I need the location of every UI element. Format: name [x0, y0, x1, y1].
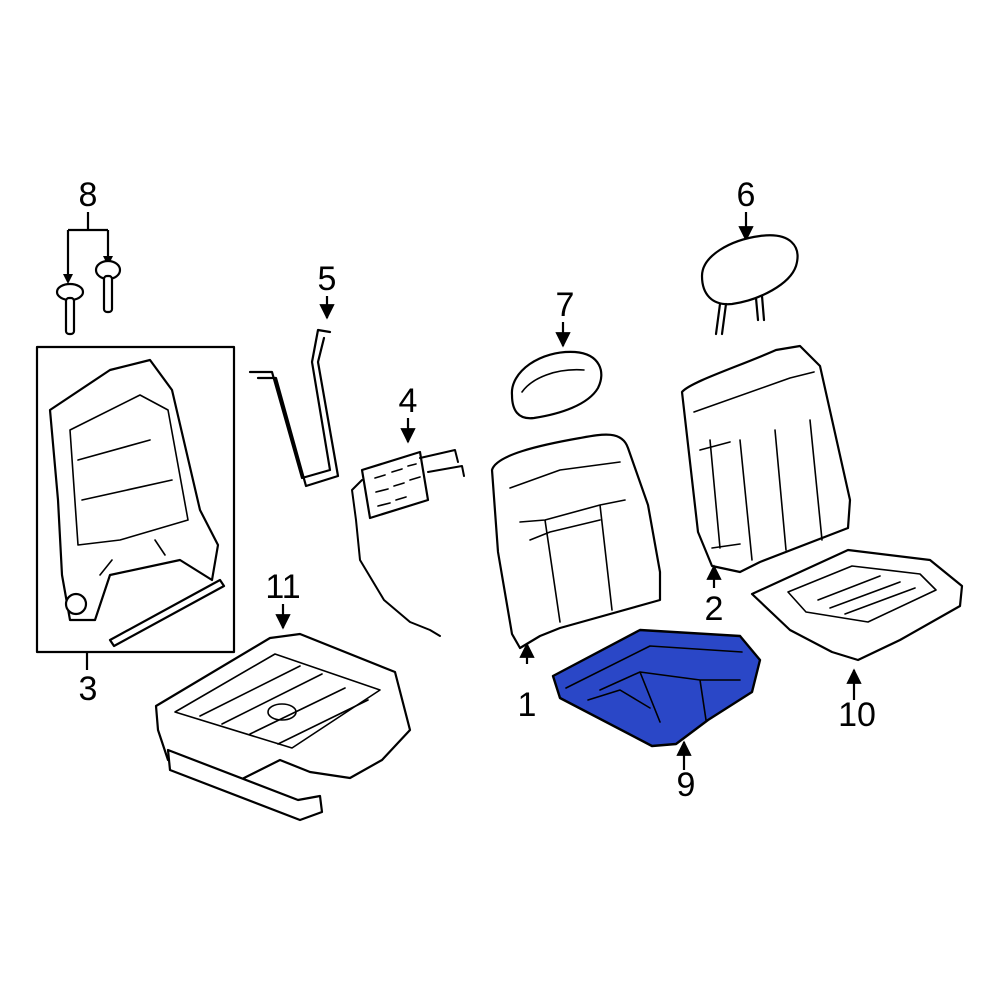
headrest-seam	[521, 368, 585, 393]
track-rail	[166, 748, 324, 822]
part-3-seatback-frame[interactable]	[35, 345, 236, 670]
headrest-cushion	[510, 350, 603, 420]
callout-11: 11	[265, 568, 300, 606]
seatback-pad	[680, 344, 852, 574]
part-2-seatback-pad[interactable]	[680, 344, 852, 588]
part-11-seat-track[interactable]	[154, 604, 412, 822]
frame-outline	[48, 358, 220, 622]
frame-inner	[69, 394, 189, 546]
cushion-cover	[551, 628, 762, 748]
headrest-posts	[714, 294, 766, 336]
seatback-pad-details	[693, 371, 823, 561]
callout-6: 6	[737, 176, 756, 214]
cushion-pad-ribs	[817, 575, 916, 615]
callout-9: 9	[677, 766, 696, 804]
part-6-headrest[interactable]	[700, 212, 799, 336]
track-springs	[199, 665, 369, 745]
callout-8: 8	[79, 176, 98, 214]
frame-rod	[108, 578, 226, 648]
bolt-shank-left	[64, 296, 76, 336]
wire-rod	[248, 328, 340, 488]
callout-2: 2	[705, 590, 724, 628]
callout-5: 5	[318, 260, 337, 298]
lumbar-slots	[374, 463, 421, 507]
part-9-cushion-cover[interactable]	[551, 628, 762, 770]
frame-ribs	[77, 439, 173, 576]
cushion-cover-seams	[565, 645, 743, 723]
frame-pivot	[64, 592, 88, 616]
lead-8	[66, 212, 110, 278]
part-1-seatback-cover[interactable]	[490, 433, 662, 664]
lumbar-cables	[351, 449, 465, 637]
track-pan	[174, 653, 381, 749]
seatback-seams	[509, 461, 626, 623]
callout-7: 7	[556, 286, 575, 324]
seatback-cover	[490, 433, 662, 650]
part-10-cushion-pad[interactable]	[750, 548, 964, 700]
part-8-bolts[interactable]	[55, 212, 122, 336]
part-4-lumbar-support[interactable]	[351, 418, 465, 637]
track-hub	[267, 703, 297, 721]
callout-3: 3	[79, 670, 98, 708]
part-7-headrest[interactable]	[510, 322, 603, 420]
bolt-shank-right	[102, 274, 114, 314]
headrest-large-cushion	[700, 234, 799, 306]
callout-10: 10	[838, 696, 876, 734]
cushion-pad-inner	[787, 565, 937, 623]
cushion-pad	[750, 548, 964, 662]
callout-4: 4	[399, 382, 418, 420]
callout-1: 1	[518, 686, 537, 724]
part-5-wire-rod[interactable]	[248, 296, 340, 488]
arrowhead-8a	[63, 274, 73, 284]
